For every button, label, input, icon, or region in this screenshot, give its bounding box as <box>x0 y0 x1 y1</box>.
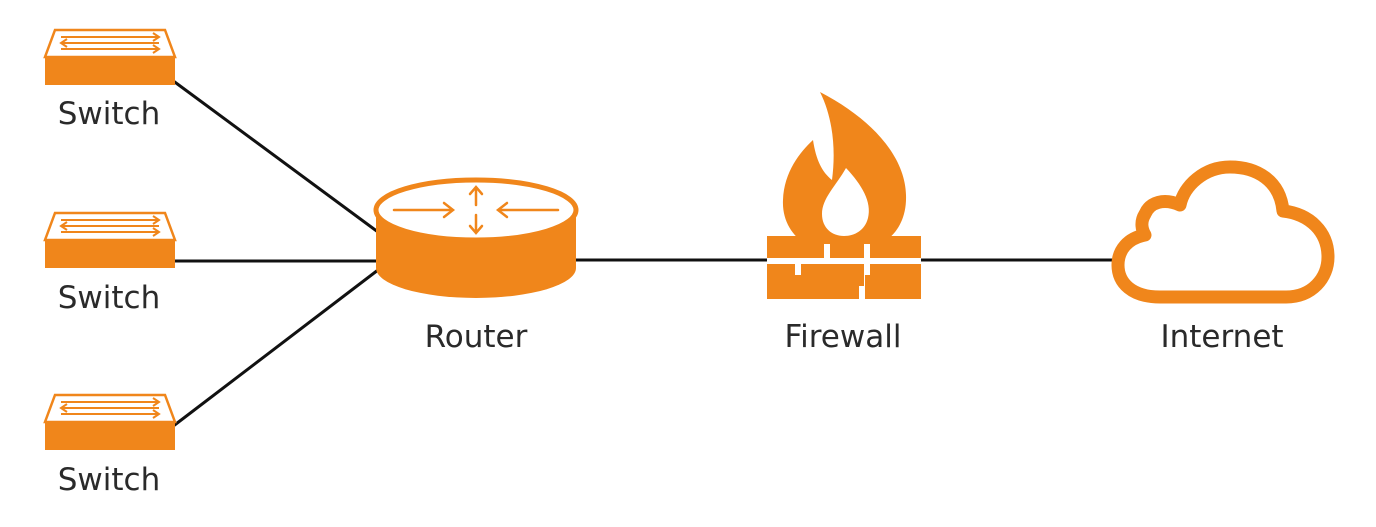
switch-label: Switch <box>57 462 161 498</box>
link-switch1-router <box>171 78 379 234</box>
firewall-icon <box>767 92 921 299</box>
switch-label: Switch <box>57 96 161 132</box>
router-icon <box>373 177 579 298</box>
switch-icon <box>43 393 177 452</box>
connections <box>171 78 1113 429</box>
cloud-icon <box>1111 160 1335 304</box>
link-switch3-router <box>171 268 379 429</box>
switch-icon <box>43 28 177 87</box>
router-label: Router <box>424 319 528 355</box>
internet-label: Internet <box>1160 319 1284 355</box>
switch-icon <box>43 211 177 270</box>
firewall-label: Firewall <box>784 319 902 355</box>
switch-label: Switch <box>57 280 161 316</box>
